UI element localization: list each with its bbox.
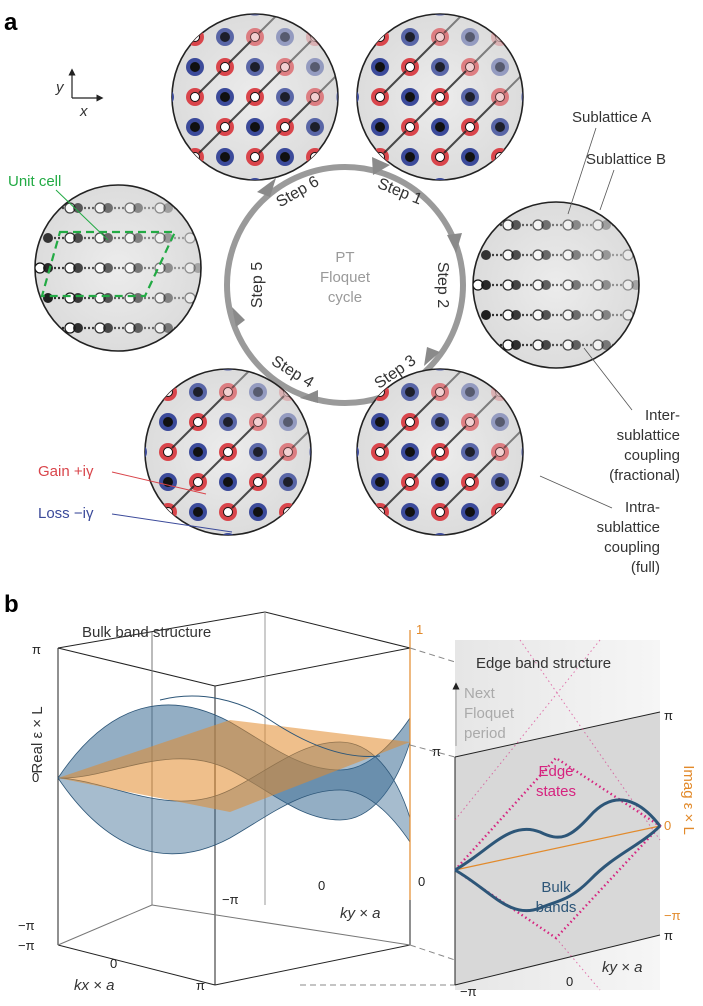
unit-cell-leader [55,189,109,241]
kx-tick-neg-pi: −π [18,938,35,953]
ky-tick-zero: 0 [318,878,325,893]
inter-coupling-line-3: coupling [624,447,680,464]
sublattice-b-label: Sublattice B [586,151,666,168]
guide-dash-mid [409,744,456,758]
edge-tick-neg-pi: −π [664,908,681,923]
center-line-1: PT [335,249,354,266]
xy-axis-icon: y x [55,68,104,120]
step-5-label: Step 5 [249,262,266,308]
bulk-bands-line-1: Bulk [541,879,571,896]
edge-states-line-1: Edge [538,763,573,780]
intra-coupling-line-3: coupling [604,539,660,556]
floquet-cycle-ring [224,164,466,406]
intra-coupling-line-4: (full) [631,559,660,576]
y-axis-icon-label: y [55,79,65,96]
intra-coupling-line-1: Intra- [625,499,660,516]
panel-a-label: a [4,9,18,36]
inter-coupling-line-1: Inter- [645,407,680,424]
imag-plane [58,720,410,812]
ky-tick-zero-right: 0 [418,874,425,889]
sublattice-a-label: Sublattice A [572,109,651,126]
real-tick-neg-pi: −π [18,918,35,933]
next-period-line-2: Floquet [464,705,515,722]
edge-ky-label: ky × a [602,959,642,976]
lattice-step-2 [472,201,640,369]
ky-axis-label: ky × a [340,905,380,922]
kx-tick-zero: 0 [110,956,117,971]
guide-dash-bottom [409,944,456,961]
step-2-label: Step 2 [434,262,451,308]
inter-coupling-leader [583,347,633,411]
guide-dash-top [409,647,559,695]
next-period-line-1: Next [464,685,496,702]
lattice-step-5 [34,184,202,352]
lattice-step-1 [356,13,524,181]
imag-axis-label: Imag ε × L [680,765,697,835]
sublattice-b-leader [599,169,615,211]
imag-tick-one: 1 [416,622,423,637]
central-label: PT Floquet cycle [320,249,371,306]
intra-coupling-leader [539,475,613,509]
real-tick-zero: 0 [32,770,39,785]
edge-tick-pi-low: π [664,928,673,943]
cycle-arrowheads [232,157,462,403]
unit-cell-label: Unit cell [8,173,61,190]
center-line-3: cycle [328,289,362,306]
edge-ky-neg-pi: −π [460,984,477,999]
edge-tick-zero: 0 [664,818,671,833]
bulk-box-frame [57,611,411,986]
lattice-step-4 [144,368,312,536]
inter-coupling-line-2: sublattice [617,427,680,444]
center-line-2: Floquet [320,269,371,286]
next-period-line-3: period [464,725,506,742]
edge-ky-zero: 0 [566,974,573,989]
sublattice-a-leader [567,127,597,215]
gain-label: Gain +iγ [38,463,94,480]
loss-leader [111,513,233,533]
unit-cell-outline [40,230,177,298]
x-axis-icon-label: x [79,103,88,120]
kx-axis-label: kx × a [74,977,114,994]
edge-bulk-band-lower [454,824,662,913]
ky-tick-neg-pi: −π [222,892,239,907]
loss-label: Loss −iγ [38,505,94,522]
panel-b-label: b [4,591,19,618]
bulk-bands-line-2: bands [536,899,577,916]
lattice-step-6 [171,13,339,181]
gain-leader [111,471,207,495]
edge-band-plot: Edge band structure Next Floquet period … [452,639,697,999]
real-axis-label: Real ε × L [29,706,46,773]
edge-states-line-2: states [536,783,576,800]
edge-bulk-band-upper [454,798,662,872]
edge-zero-line [454,825,661,871]
inter-coupling-line-4: (fractional) [609,467,680,484]
edge-tick-pi: π [664,708,673,723]
bulk-title: Bulk band structure [82,624,211,641]
bulk-band-plot: 1 Bulk band structure Real ε × L π 0 −π … [18,611,559,994]
real-tick-pi: π [32,642,41,657]
ky-tick-pi-right: π [432,744,441,759]
intra-coupling-line-2: sublattice [597,519,660,536]
kx-tick-pi: π [196,978,205,993]
edge-title: Edge band structure [476,655,611,672]
lattice-circles [34,13,640,536]
lattice-step-3 [356,368,524,536]
